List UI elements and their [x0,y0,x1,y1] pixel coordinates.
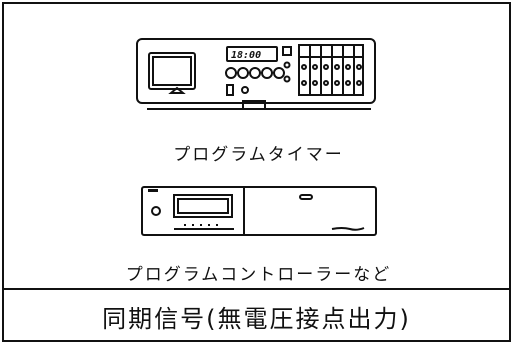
program-controller-label: プログラムコントローラーなど [125,265,392,285]
program-timer-illustration: 18:00 [135,35,380,115]
program-timer-icon: 18:00 [136,38,376,110]
program-timer-label: プログラムタイマー [173,145,344,165]
footer-divider [2,288,511,290]
timer-display-text: 18:00 [231,50,261,61]
footer-caption: 同期信号(無電圧接点出力) [102,304,411,333]
diagram-frame [2,2,511,342]
program-controller-illustration [140,183,380,241]
program-controller-icon [141,186,377,236]
